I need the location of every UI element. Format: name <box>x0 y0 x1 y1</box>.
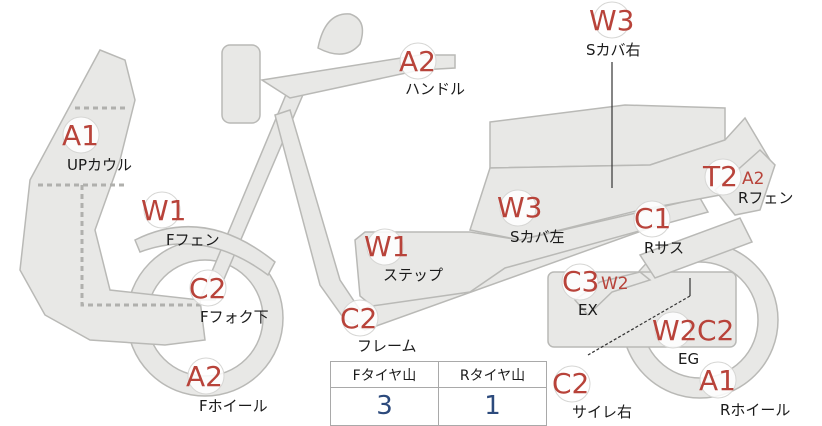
handle-label: ハンドル <box>405 80 466 98</box>
badge-circle <box>366 228 404 266</box>
badge-circle <box>561 263 599 301</box>
engine-grade: W2 <box>652 314 698 347</box>
badge-circle <box>704 158 742 196</box>
frame-tube <box>274 109 702 331</box>
badge-circle <box>399 42 437 80</box>
muffler-right-grade: C2 <box>552 367 590 400</box>
exhaust-pipe <box>573 271 652 317</box>
badge-circle <box>633 200 671 238</box>
headlight <box>221 44 261 124</box>
tire-tread-table: Fタイヤ山 Rタイヤ山 3 1 <box>330 361 547 426</box>
front-tire-header: Fタイヤ山 <box>330 361 439 388</box>
frame-grade: C2 <box>340 302 378 335</box>
f-wheel-grade: A2 <box>186 360 223 393</box>
s-cover-left-grade: W3 <box>497 191 543 224</box>
mirror <box>317 13 364 55</box>
exhaust-grade-secondary: W2 <box>601 274 629 294</box>
f-fork-lower-label: Fフォク下 <box>200 308 269 326</box>
front-cowl <box>19 49 206 346</box>
f-fender-label: Fフェン <box>166 231 220 249</box>
f-fender-grade: W1 <box>141 194 187 227</box>
r-wheel-grade: A1 <box>699 364 736 397</box>
up-cowl-label: UPカウル <box>67 156 133 174</box>
exhaust-grade: C3 <box>562 265 600 298</box>
r-fender-label: Rフェン <box>738 189 794 207</box>
step-grade: W1 <box>364 230 410 263</box>
r-wheel-label: Rホイール <box>720 401 791 419</box>
r-fender-grade-secondary: A2 <box>742 169 765 189</box>
s-cover-right-grade: W3 <box>589 4 635 37</box>
r-fender-grade: T2 <box>703 160 738 193</box>
front-fender <box>134 225 276 277</box>
badge-circle <box>654 311 692 349</box>
badge-circle <box>699 361 737 399</box>
tire-table-value-row: 3 1 <box>331 387 547 426</box>
badge-circle <box>62 116 100 154</box>
cowl-dashed-outline <box>38 106 200 307</box>
engine-grade-secondary: C2 <box>697 314 735 347</box>
rear-suspension <box>638 217 754 279</box>
badge-circle <box>189 269 227 307</box>
badge-circle <box>593 1 631 39</box>
badge-circle <box>143 191 181 229</box>
s-cover-left-label: Sカバ左 <box>510 228 565 246</box>
muffler-right-label: サイレ右 <box>572 403 633 421</box>
rear-tire-header: Rタイヤ山 <box>438 361 547 388</box>
engine-label: EG <box>678 350 700 368</box>
r-suspension-grade: C1 <box>634 202 672 235</box>
rear-fender <box>713 148 776 216</box>
f-wheel-label: Fホイール <box>199 397 268 415</box>
badge-circle <box>187 357 225 395</box>
badge-circle <box>553 365 591 403</box>
front-tire-value: 3 <box>376 391 393 421</box>
s-cover-right-label: Sカバ右 <box>586 41 641 59</box>
f-fork-lower-grade: C2 <box>189 272 227 305</box>
frame-label: フレーム <box>357 337 417 355</box>
step-label: ステップ <box>383 266 444 284</box>
badge-circle <box>499 189 537 227</box>
badge-circle <box>341 299 379 337</box>
up-cowl-grade: A1 <box>62 119 99 152</box>
exhaust-label: EX <box>578 301 598 319</box>
rear-tire-value: 1 <box>438 387 547 426</box>
r-suspension-label: Rサス <box>644 239 685 257</box>
tire-table-header-row: Fタイヤ山 Rタイヤ山 <box>330 361 547 388</box>
handle-grade: A2 <box>399 45 436 78</box>
